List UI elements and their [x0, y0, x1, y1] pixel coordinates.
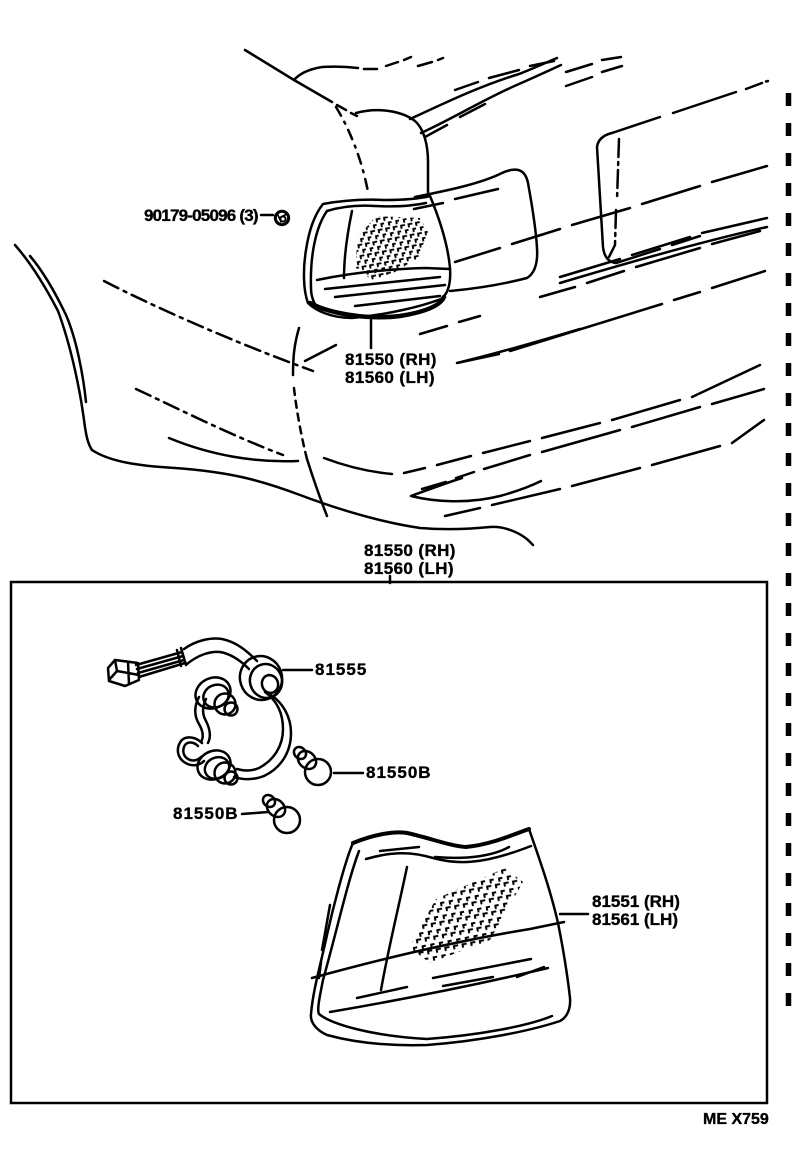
svg-text:81550B: 81550B — [173, 804, 239, 823]
svg-text:81561 (LH): 81561 (LH) — [592, 910, 678, 929]
svg-text:90179-05096 (3): 90179-05096 (3) — [144, 206, 258, 225]
svg-text:81555: 81555 — [315, 660, 367, 679]
svg-text:81550B: 81550B — [366, 763, 432, 782]
svg-text:81551 (RH): 81551 (RH) — [592, 892, 680, 911]
svg-text:81550 (RH): 81550 (RH) — [364, 541, 456, 560]
svg-text:ME X759: ME X759 — [703, 1111, 769, 1128]
svg-text:81560 (LH): 81560 (LH) — [364, 559, 454, 578]
svg-text:81550 (RH): 81550 (RH) — [345, 350, 437, 369]
svg-text:81560 (LH): 81560 (LH) — [345, 368, 435, 387]
